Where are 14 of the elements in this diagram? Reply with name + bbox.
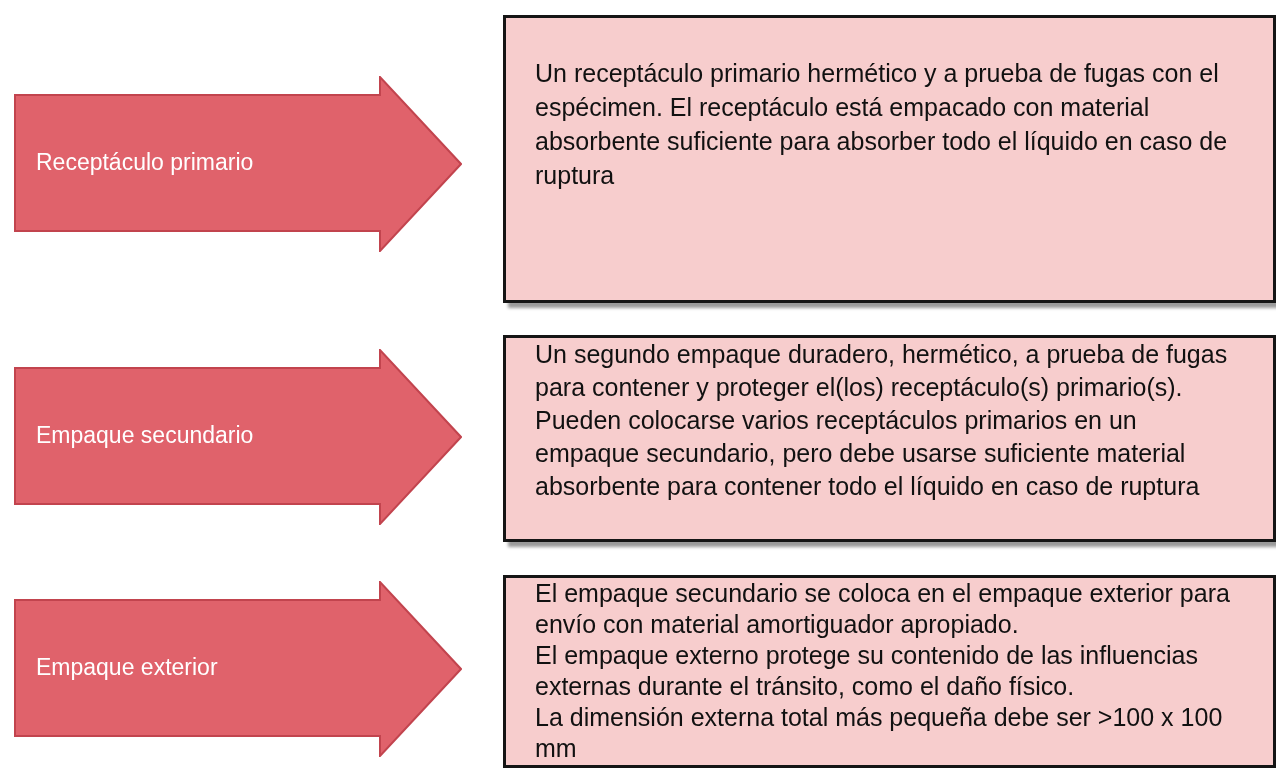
description-box bbox=[503, 575, 1276, 768]
description-box bbox=[503, 335, 1276, 542]
arrow-label: Receptáculo primario bbox=[36, 149, 254, 176]
arrow-label: Empaque exterior bbox=[36, 654, 218, 681]
description-text: Un receptáculo primario hermético y a prueba de fugas con el espécimen. El receptáculo está empacado con material absorbente suficiente para absorber todo el líquido en caso de ruptura bbox=[535, 58, 1229, 191]
description-text: El empaque externo protege su contenido de las influencias externas durante el tránsito, como el daño físico. bbox=[535, 640, 1199, 702]
arrow-label: Empaque secundario bbox=[36, 422, 254, 449]
arrow-shape bbox=[14, 581, 462, 757]
description-text: Un segundo empaque duradero, hermético, a prueba de fugas para contener y proteger el(los) receptáculo(s) primario(s). Pueden colocarse varios receptáculos primarios en un empaque secundario, pero debe usarse suficiente material absorbente para contener todo el líquido en caso de ruptura bbox=[535, 339, 1229, 502]
arrow-shape bbox=[14, 349, 462, 525]
description-text: La dimensión externa total más pequeña debe ser >100 x 100 mm bbox=[535, 702, 1224, 764]
arrow-shape bbox=[14, 76, 462, 252]
description-text: El empaque secundario se coloca en el empaque exterior para envío con material amortiguador apropiado. bbox=[535, 578, 1231, 640]
description-box bbox=[503, 15, 1276, 303]
